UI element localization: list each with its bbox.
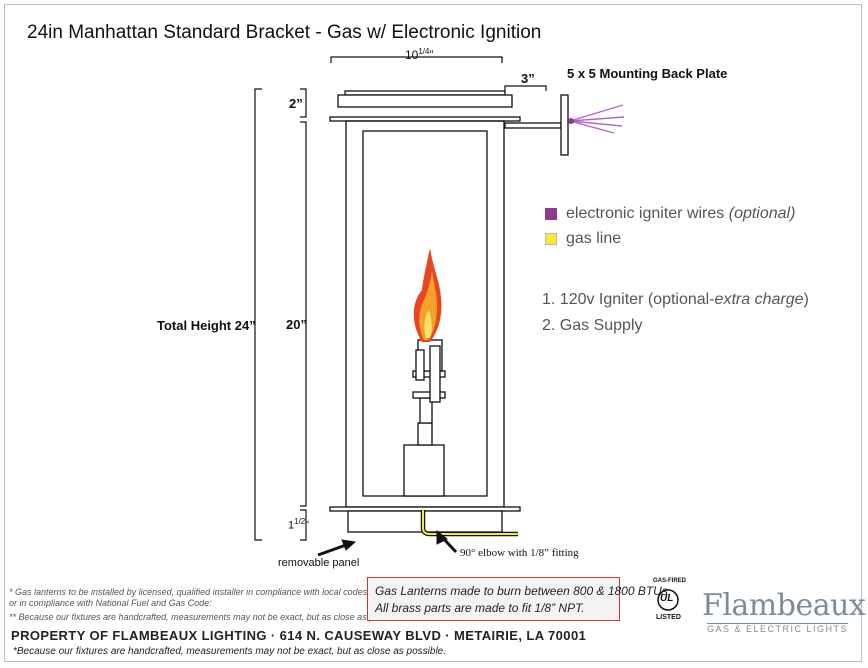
igniter-wires (569, 104, 625, 134)
top-dimension: 2” (289, 96, 303, 111)
install-note-cont: or in compliance with National Fuel and … (9, 598, 212, 608)
bracket-arm (504, 122, 562, 129)
burner-base (403, 444, 445, 497)
burner-stem (417, 422, 433, 446)
callout-arrows (317, 529, 458, 557)
brand-tagline: GAS & ELECTRIC LIGHTS (707, 623, 849, 634)
info-box-line: All brass parts are made to fit 1/8” NPT… (375, 601, 585, 615)
legend-igniter-wires: electronic igniter wires (optional) (566, 205, 796, 222)
mounting-plate-label: 5 x 5 Mounting Back Plate (567, 66, 728, 81)
footer-address: PROPERTY OF FLAMBEAUX LIGHTING · 614 N. … (11, 628, 587, 643)
brand-logo: Flambeaux (702, 588, 866, 623)
removable-panel-callout: removable panel (278, 557, 360, 569)
cert-mark: UL (660, 593, 674, 604)
component-igniter: 1. 120v Igniter (optional-extra charge) (542, 291, 809, 308)
body-dimension: 20” (286, 317, 307, 332)
cert-bottom-text: LISTED (656, 614, 681, 621)
cert-top-text: GAS-FIRED (653, 578, 686, 584)
flame-icon (413, 248, 442, 342)
page-title: 24in Manhattan Standard Bracket - Gas w/… (27, 22, 542, 43)
pilot-rod (415, 349, 425, 381)
dimension-lines (254, 56, 547, 541)
info-box: Gas Lanterns made to burn between 800 & … (367, 577, 671, 621)
component-gas-supply: 2. Gas Supply (542, 317, 643, 334)
footer-disclaimer: *Because our fixtures are handcrafted, m… (13, 646, 447, 657)
install-note: * Gas lanterns to be installed by licens… (9, 587, 370, 597)
total-height-label: Total Height 24” (157, 318, 256, 333)
info-box-line: Gas Lanterns made to burn between 800 & … (375, 584, 672, 598)
mounting-back-plate (560, 94, 569, 156)
elbow-callout: 90° elbow with 1/8” fitting (460, 547, 579, 559)
igniter-wires-swatch (545, 208, 557, 220)
legend-gas-line: gas line (566, 230, 622, 247)
bracket (504, 94, 569, 156)
width-dimension: 101/4” (405, 47, 434, 62)
gas-line-swatch (545, 233, 557, 245)
burner-assembly (403, 339, 446, 497)
bracket-dimension: 3” (521, 71, 535, 86)
top-band (337, 94, 513, 108)
igniter-rod (429, 345, 441, 403)
igniter-wire-junction (568, 118, 574, 124)
page-frame (4, 4, 862, 662)
ul-certification-icon (657, 589, 679, 611)
burner-collar-lower (412, 391, 446, 399)
gas-line (420, 510, 518, 537)
handcrafted-note: ** Because our fixtures are handcrafted,… (9, 612, 405, 622)
bottom-dimension: 11/2” (288, 517, 309, 532)
